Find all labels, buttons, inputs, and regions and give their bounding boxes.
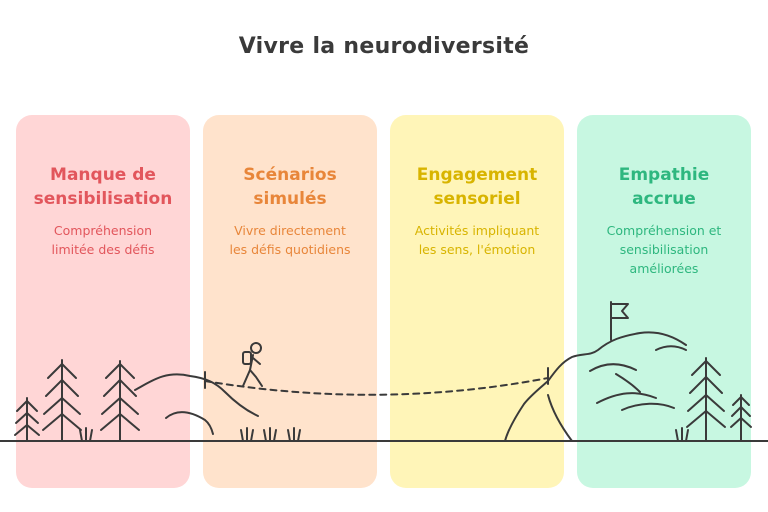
flag-icon bbox=[611, 302, 628, 340]
pine-tree-icon bbox=[43, 360, 81, 441]
pine-tree-icon bbox=[15, 398, 39, 441]
pine-tree-icon bbox=[687, 358, 725, 441]
mountain-icon bbox=[505, 332, 686, 441]
hill-icon bbox=[135, 374, 258, 434]
hiker-icon bbox=[243, 343, 262, 386]
grass-icon bbox=[80, 428, 688, 441]
dashed-path bbox=[205, 378, 548, 395]
pine-tree-icon bbox=[731, 395, 751, 441]
pine-tree-icon bbox=[101, 361, 139, 441]
